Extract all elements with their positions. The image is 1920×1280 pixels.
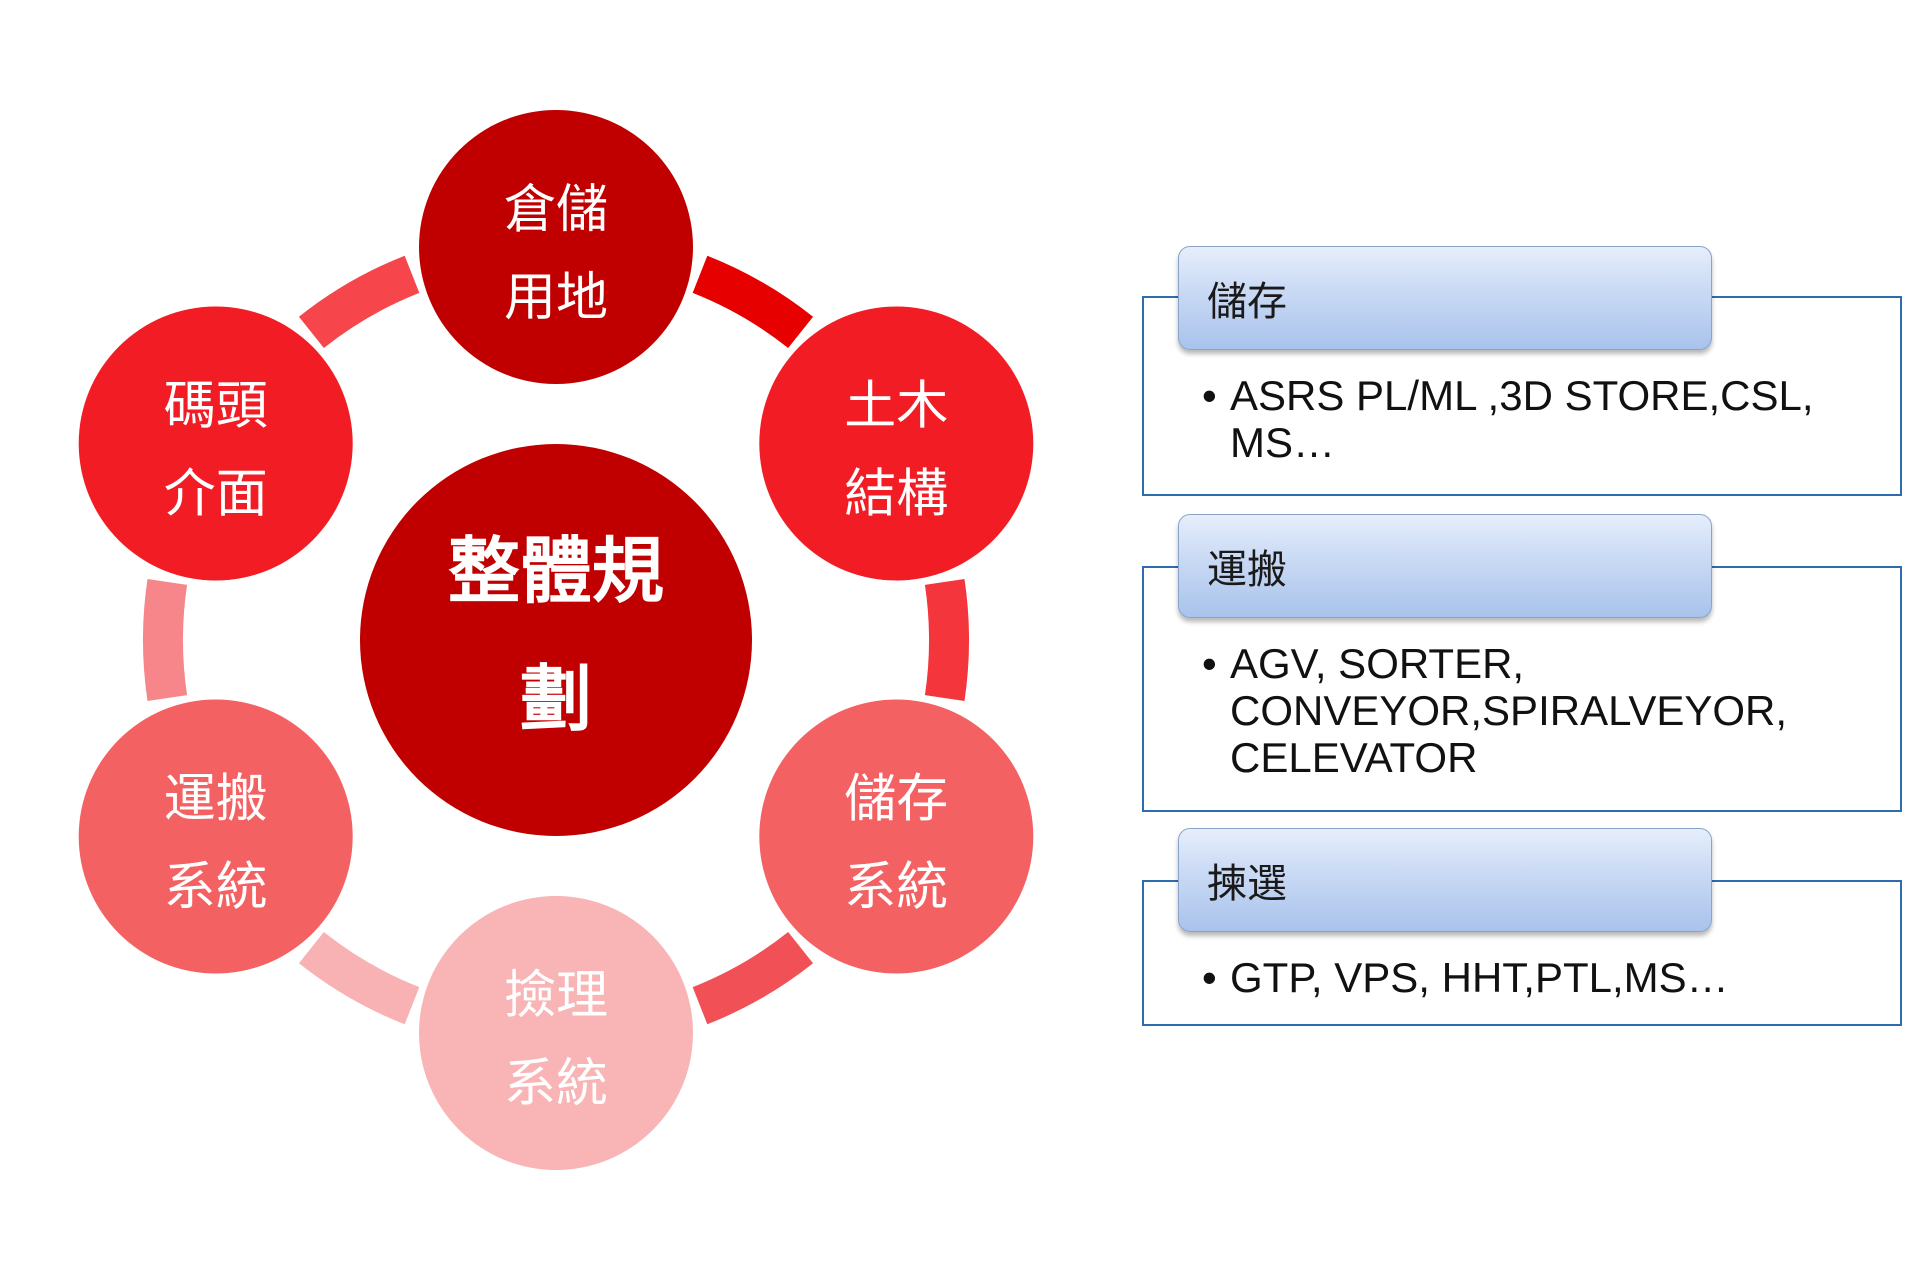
node-label-civil-structure-line2: 結構 <box>844 465 948 525</box>
node-transport-system: 運搬 系統 <box>78 699 353 974</box>
category-bullet-picking: • GTP, VPS, HHT,PTL,MS… <box>1202 954 1882 1001</box>
ring-arc-3 <box>692 931 814 1025</box>
category-header-picking: 揀選 <box>1178 828 1712 932</box>
node-storage-system: 儲存 系統 <box>759 699 1034 974</box>
node-picking-system: 撿理 系統 <box>419 896 693 1170</box>
category-panel-picking: 揀選 • GTP, VPS, HHT,PTL,MS… <box>1142 828 1902 1028</box>
bullet-dot: • <box>1202 640 1217 687</box>
category-panel-storage: 儲存 • ASRS PL/ML ,3D STORE,CSL, MS… <box>1142 246 1902 498</box>
category-bullet-storage: • ASRS PL/ML ,3D STORE,CSL, MS… <box>1202 372 1882 466</box>
category-panel-transport: 運搬 • AGV, SORTER, CONVEYOR,SPIRALVEYOR, … <box>1142 514 1902 814</box>
node-circle-civil-structure <box>759 306 1034 581</box>
node-label-picking-system-line1: 撿理 <box>504 966 608 1026</box>
bullet-line: MS… <box>1230 419 1335 466</box>
node-circle-storage-system <box>759 699 1034 974</box>
ring-arcs <box>142 255 970 1025</box>
ring-arc-1 <box>692 255 814 349</box>
node-label-transport-system-line1: 運搬 <box>164 770 268 830</box>
center-node: 整體規 劃 <box>360 444 752 836</box>
node-dock-interface: 碼頭 介面 <box>78 306 353 581</box>
ring-arc-2 <box>924 578 970 702</box>
node-label-warehouse-land-line2: 用地 <box>504 268 608 328</box>
center-label-line1: 整體規 <box>448 529 664 613</box>
ring-arc-4 <box>298 931 420 1025</box>
center-circle <box>360 444 752 836</box>
bullet-line: GTP, VPS, HHT,PTL,MS… <box>1230 954 1729 1001</box>
bullet-line: AGV, SORTER, <box>1230 640 1525 687</box>
bullet-line: CONVEYOR,SPIRALVEYOR, <box>1230 687 1788 734</box>
node-circle-transport-system <box>78 699 353 974</box>
ring-arc-6 <box>298 255 420 349</box>
bullet-line: CELEVATOR <box>1230 734 1478 781</box>
bullet-dot: • <box>1202 372 1217 419</box>
category-bullet-text-transport: AGV, SORTER, CONVEYOR,SPIRALVEYOR, CELEV… <box>1230 640 1882 781</box>
node-label-warehouse-land-line1: 倉儲 <box>504 180 608 240</box>
node-label-transport-system-line2: 系統 <box>164 858 268 918</box>
node-label-dock-interface-line2: 介面 <box>164 465 268 525</box>
category-bullet-text-picking: GTP, VPS, HHT,PTL,MS… <box>1230 954 1882 1001</box>
category-bullet-text-storage: ASRS PL/ML ,3D STORE,CSL, MS… <box>1230 372 1882 466</box>
node-label-dock-interface-line1: 碼頭 <box>164 377 268 437</box>
node-label-storage-system-line1: 儲存 <box>844 770 948 830</box>
node-circle-dock-interface <box>78 306 353 581</box>
node-warehouse-land: 倉儲 用地 <box>419 110 693 384</box>
bullet-dot: • <box>1202 954 1217 1001</box>
ring-arc-5 <box>142 578 188 702</box>
node-label-civil-structure-line1: 土木 <box>844 377 948 437</box>
category-header-storage: 儲存 <box>1178 246 1712 350</box>
category-header-transport: 運搬 <box>1178 514 1712 618</box>
node-civil-structure: 土木 結構 <box>759 306 1034 581</box>
category-bullet-transport: • AGV, SORTER, CONVEYOR,SPIRALVEYOR, CEL… <box>1202 640 1882 781</box>
node-label-storage-system-line2: 系統 <box>844 858 948 918</box>
bullet-line: ASRS PL/ML ,3D STORE,CSL, <box>1230 372 1814 419</box>
node-circle-warehouse-land <box>419 110 693 384</box>
node-label-picking-system-line2: 系統 <box>504 1054 608 1114</box>
node-circle-picking-system <box>419 896 693 1170</box>
center-label-line2: 劃 <box>520 657 592 741</box>
